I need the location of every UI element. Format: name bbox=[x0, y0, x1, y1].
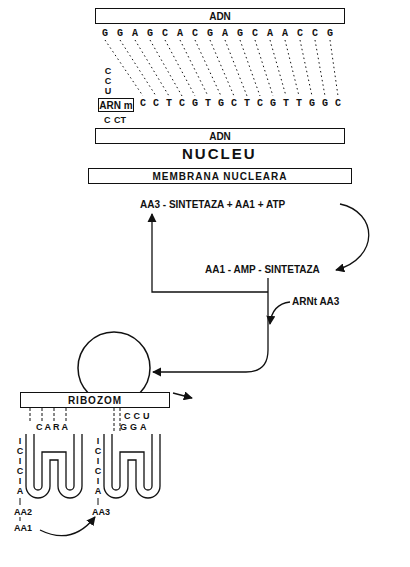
mrna-letter: CT bbox=[114, 114, 126, 126]
mrna-sequence: CCU bbox=[104, 66, 112, 96]
codon-text: CARA bbox=[36, 422, 70, 432]
node-title: ADN bbox=[209, 131, 231, 142]
trna-outline bbox=[94, 420, 162, 502]
amino-acid: AA2 bbox=[14, 506, 32, 518]
nucleus-label: NUCLEU bbox=[182, 148, 257, 160]
trna-letters: ICICIA bbox=[16, 436, 24, 496]
node-title: ARN m bbox=[99, 100, 132, 111]
membrane-band: MEMBRANA NUCLEARA bbox=[88, 168, 352, 184]
trna-shape: CARA ICICIA bbox=[16, 420, 84, 502]
ribosome-move-arrow bbox=[173, 393, 192, 398]
reaction-text: AA1 - AMP - SINTETAZA bbox=[205, 264, 320, 276]
codon-text: CCU bbox=[124, 410, 153, 422]
enzyme-return-arrow bbox=[152, 214, 268, 292]
trna-letters: ICICIA bbox=[94, 436, 102, 496]
reaction-text: AA3 - SINTETAZA + AA1 + ATP bbox=[140, 199, 285, 211]
trna-join-arrow bbox=[270, 302, 290, 324]
amino-acid: AA1 bbox=[14, 522, 32, 534]
dna-sequence: CCTCGTGCTCGTTGGC bbox=[140, 98, 348, 110]
cycle-line bbox=[267, 278, 268, 292]
trna-shape: GGA ICICIA bbox=[94, 420, 162, 502]
trna-outline bbox=[26, 434, 82, 498]
node-title: MEMBRANA NUCLEARA bbox=[153, 171, 288, 182]
trna-outline bbox=[16, 420, 84, 502]
base-pair-bonds bbox=[105, 40, 338, 96]
trna-label: ARNt AA3 bbox=[292, 296, 339, 308]
ribosome-band: RIBOZOM bbox=[20, 392, 170, 408]
node-title: RIBOZOM bbox=[68, 395, 122, 406]
dna-sequence: GGAGCACGAGCAACCG bbox=[102, 28, 342, 40]
trna-outline bbox=[104, 434, 160, 498]
activation-arrow bbox=[336, 204, 369, 270]
amino-acid: AA3 bbox=[92, 506, 110, 518]
mrna-box: ARN m bbox=[98, 98, 134, 112]
anticodon-text: GGA bbox=[120, 422, 150, 432]
codon-pairing bbox=[30, 408, 120, 432]
dna-band: ADN bbox=[95, 8, 345, 24]
trna-delivery-arrow bbox=[153, 292, 268, 372]
mrna-letter: C bbox=[104, 114, 111, 126]
node-title: ADN bbox=[209, 11, 231, 22]
peptide-transfer-arrow bbox=[40, 517, 95, 536]
dna-band: ADN bbox=[95, 128, 345, 144]
